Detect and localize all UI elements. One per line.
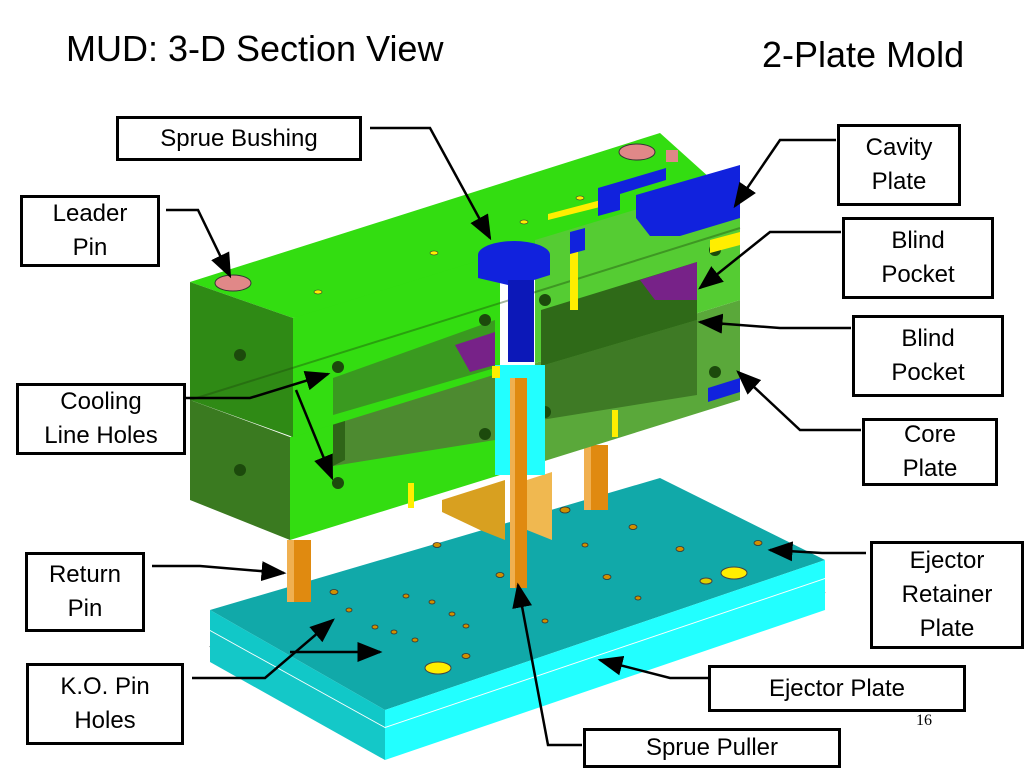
label-core-plate: Core Plate bbox=[862, 418, 998, 486]
label-cooling-line-holes: Cooling Line Holes bbox=[16, 383, 186, 455]
arrow-ko-pin-top bbox=[192, 618, 335, 680]
arrow-blind-pocket-bottom bbox=[697, 313, 851, 334]
label-ko-pin-holes: K.O. Pin Holes bbox=[26, 663, 184, 745]
slide-title: MUD: 3-D Section View bbox=[66, 28, 444, 69]
label-blind-pocket-bottom: Blind Pocket bbox=[852, 315, 1004, 397]
ko-pin-holes bbox=[329, 506, 763, 659]
arrow-return-pin bbox=[152, 561, 287, 582]
arrow-blind-pocket-top bbox=[698, 230, 841, 290]
core-pocket-right bbox=[541, 320, 697, 420]
core-plate bbox=[190, 300, 740, 540]
arrow-ejector-retainer bbox=[767, 541, 866, 562]
arrow-leader-pin bbox=[166, 208, 232, 279]
arrow-core-plate bbox=[736, 370, 861, 432]
leader-pin-hole-right bbox=[618, 143, 656, 161]
label-sprue-bushing: Sprue Bushing bbox=[116, 116, 362, 161]
label-return-pin: Return Pin bbox=[25, 552, 145, 632]
sprue-channel bbox=[492, 365, 545, 475]
label-sprue-puller: Sprue Puller bbox=[583, 728, 841, 768]
arrow-cooling-bottom bbox=[294, 389, 334, 481]
large-hole-left bbox=[424, 661, 452, 675]
label-leader-pin: Leader Pin bbox=[20, 195, 160, 267]
ejector-plate-front bbox=[210, 631, 385, 760]
arrow-cooling-top bbox=[186, 371, 331, 400]
arrow-sprue-puller bbox=[512, 582, 582, 747]
arrow-ejector-plate bbox=[597, 655, 708, 680]
blind-pocket-left-purple bbox=[455, 332, 495, 372]
slide-subtitle: 2-Plate Mold bbox=[762, 34, 965, 75]
ejector-retainer-plate-side bbox=[385, 560, 825, 727]
leader-pin-hole-left bbox=[214, 274, 252, 292]
sprue-bushing bbox=[478, 165, 740, 402]
cavity-plate-top bbox=[190, 133, 740, 318]
large-hole-right bbox=[720, 566, 748, 580]
page-number: 16 bbox=[916, 712, 932, 729]
arrow-sprue-bushing bbox=[370, 126, 492, 241]
support-block bbox=[442, 480, 505, 540]
cavity-pocket-left bbox=[333, 320, 495, 415]
label-blind-pocket-top: Blind Pocket bbox=[842, 217, 994, 299]
label-ejector-retainer-plate: Ejector Retainer Plate bbox=[870, 541, 1024, 649]
callout-arrows bbox=[152, 126, 866, 747]
label-ejector-plate: Ejector Plate bbox=[708, 665, 966, 712]
arrow-cavity-plate bbox=[733, 138, 836, 209]
label-cavity-plate: Cavity Plate bbox=[837, 124, 961, 206]
core-pocket-left bbox=[333, 368, 495, 466]
blind-pocket-right-purple bbox=[640, 262, 697, 300]
ejector-retainer-plate-front bbox=[210, 610, 385, 727]
